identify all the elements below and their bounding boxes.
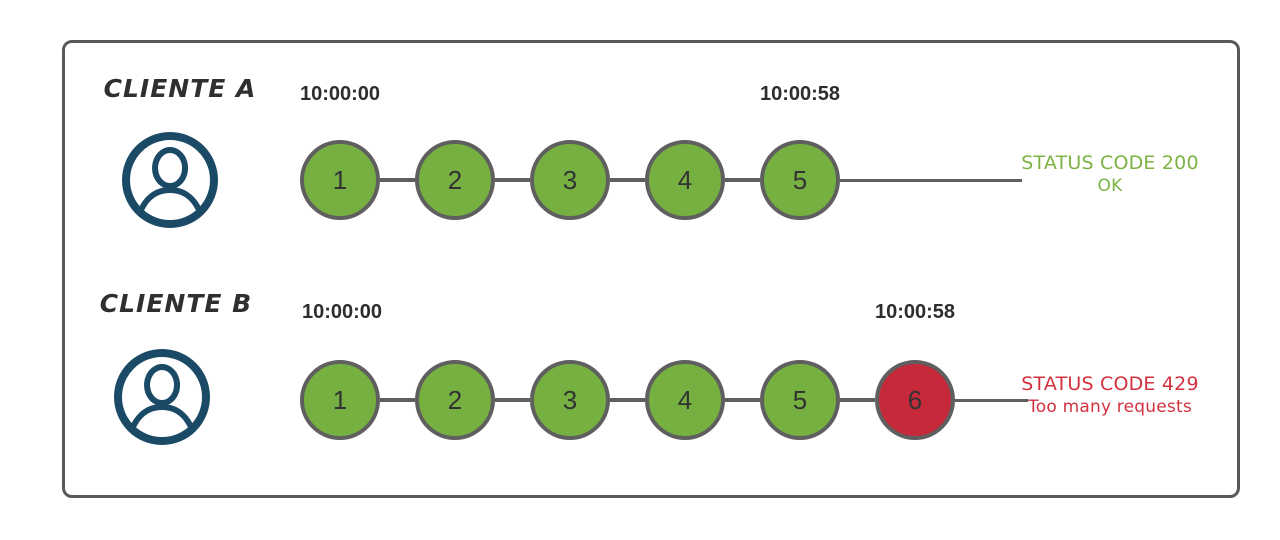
client-a-start-time: 10:00:00: [299, 83, 381, 105]
request-node: 5: [760, 140, 840, 220]
request-number: 5: [792, 164, 808, 195]
client-b-status: STATUS CODE 429 Too many requests: [1020, 373, 1200, 419]
timeline-connector: [725, 178, 760, 182]
status-code-text: STATUS CODE 200: [1021, 152, 1199, 174]
client-a-avatar: [120, 130, 220, 230]
status-message-text: OK: [1097, 176, 1123, 196]
request-number: 4: [677, 384, 693, 415]
timeline-connector: [495, 398, 530, 402]
request-number: 2: [447, 164, 463, 195]
request-number: 1: [332, 384, 348, 415]
request-node: 1: [300, 140, 380, 220]
status-message-text: Too many requests: [1028, 397, 1192, 417]
request-number: 6: [907, 384, 923, 415]
request-node: 4: [645, 140, 725, 220]
client-b-start-time: 10:00:00: [301, 301, 383, 323]
timeline-connector: [725, 398, 760, 402]
client-a-end-time: 10:00:58: [759, 83, 841, 105]
timeline-line: [955, 398, 1028, 402]
client-a-status: STATUS CODE 200 OK: [1020, 152, 1200, 198]
request-number: 3: [562, 164, 578, 195]
timeline-connector: [840, 398, 875, 402]
client-b-request-timeline: 1 2 3 4 5 6: [300, 360, 1028, 440]
request-node: 3: [530, 140, 610, 220]
status-code-text: STATUS CODE 429: [1021, 373, 1199, 395]
request-node: 4: [645, 360, 725, 440]
request-node: 5: [760, 360, 840, 440]
person-avatar-icon: [114, 349, 210, 445]
request-number: 3: [562, 384, 578, 415]
timeline-connector: [495, 178, 530, 182]
client-a-request-timeline: 1 2 3 4 5: [300, 140, 1022, 220]
request-node: 3: [530, 360, 610, 440]
request-node: 1: [300, 360, 380, 440]
client-b-end-time: 10:00:58: [874, 301, 956, 323]
client-a-name: CLIENTE A: [103, 74, 257, 103]
request-node-rate-limited: 6: [875, 360, 955, 440]
timeline-connector: [380, 398, 415, 402]
request-number: 4: [677, 164, 693, 195]
request-node: 2: [415, 140, 495, 220]
request-number: 1: [332, 164, 348, 195]
request-number: 2: [447, 384, 463, 415]
timeline-connector: [380, 178, 415, 182]
client-b-avatar: [112, 347, 212, 447]
timeline-line: [840, 178, 1022, 182]
timeline-connector: [610, 398, 645, 402]
client-b-name: CLIENTE B: [99, 289, 253, 318]
request-node: 2: [415, 360, 495, 440]
timeline-connector: [610, 178, 645, 182]
request-number: 5: [792, 384, 808, 415]
person-avatar-icon: [122, 132, 218, 228]
